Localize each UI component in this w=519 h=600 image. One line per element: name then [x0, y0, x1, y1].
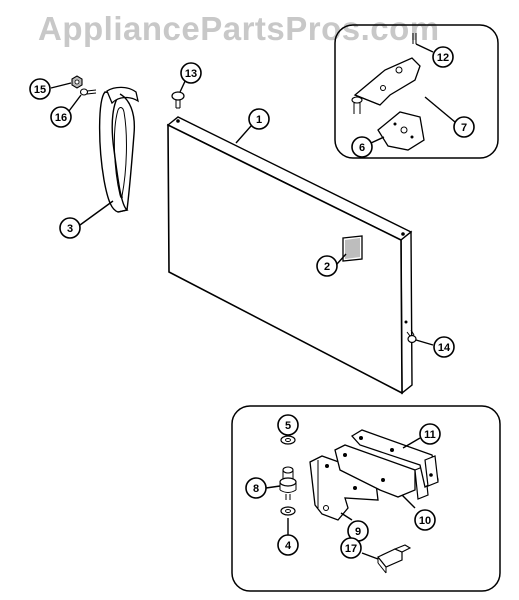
callout-label: 9	[355, 526, 361, 538]
callout-label: 13	[185, 68, 197, 80]
callout-2: 2	[316, 255, 338, 277]
leader-lines	[50, 43, 456, 560]
hinge-inset-top	[334, 24, 499, 159]
callout-label: 1	[256, 114, 262, 126]
callout-17: 17	[340, 537, 362, 559]
hinge-clip[interactable]	[377, 544, 412, 574]
hinge-plate-rear[interactable]	[350, 429, 439, 488]
callout-16: 16	[50, 106, 72, 128]
callout-label: 6	[359, 142, 365, 154]
door-handle[interactable]	[98, 86, 139, 213]
callout-label: 5	[285, 420, 291, 432]
watermark-logo: AppliancePartsPros.com	[38, 10, 440, 47]
callout-7: 7	[453, 116, 475, 138]
callout-5: 5	[277, 414, 299, 436]
small-screw[interactable]	[412, 33, 417, 44]
callout-12: 12	[432, 46, 454, 68]
hinge-plate-top[interactable]	[351, 57, 421, 114]
callout-label: 17	[345, 543, 357, 555]
callout-13: 13	[180, 62, 202, 84]
callout-label: 8	[253, 483, 259, 495]
callout-label: 4	[285, 540, 292, 552]
callout-label: 10	[419, 515, 431, 527]
hinge-inset-bottom	[231, 405, 501, 592]
side-screw[interactable]	[406, 329, 417, 344]
callout-4: 4	[277, 534, 299, 556]
callout-8: 8	[245, 477, 267, 499]
callout-label: 7	[461, 122, 467, 134]
hinge-pin[interactable]	[279, 466, 297, 500]
callout-15: 15	[29, 78, 51, 100]
callout-1: 1	[248, 108, 270, 130]
callout-label: 14	[438, 342, 451, 354]
callout-label: 3	[67, 223, 73, 235]
callout-label: 16	[55, 112, 67, 124]
callout-label: 15	[34, 84, 46, 96]
callout-6: 6	[351, 136, 373, 158]
washer-bottom[interactable]	[280, 506, 296, 516]
door-panel[interactable]	[166, 116, 413, 395]
callout-14: 14	[433, 336, 455, 358]
handle-nut[interactable]	[71, 75, 83, 89]
washer-top[interactable]	[280, 435, 296, 445]
callout-label: 12	[437, 52, 449, 64]
callout-10: 10	[414, 509, 436, 531]
callout-3: 3	[59, 217, 81, 239]
label-plate[interactable]	[342, 235, 363, 262]
callout-11: 11	[419, 423, 441, 445]
handle-screw[interactable]	[79, 88, 97, 96]
hinge-shim[interactable]	[377, 111, 425, 151]
callout-label: 11	[424, 429, 436, 441]
callout-label: 2	[324, 261, 330, 273]
top-screw[interactable]	[171, 91, 185, 109]
